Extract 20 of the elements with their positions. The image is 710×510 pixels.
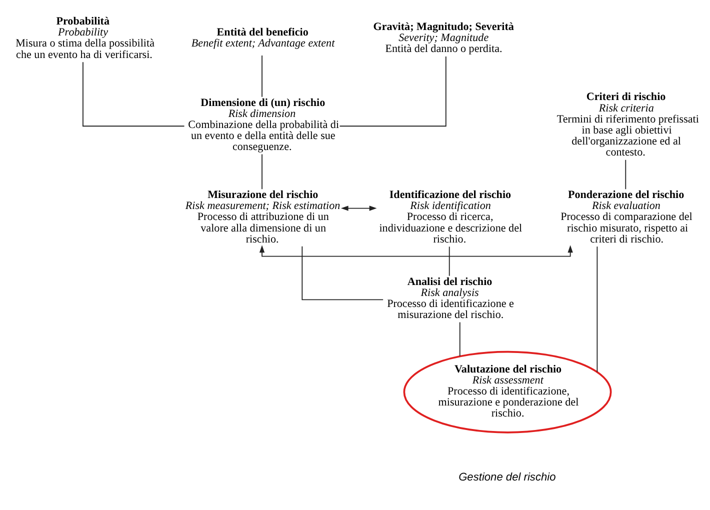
connector [625,158,626,190]
connector [82,61,185,126]
node-text: Analisi del rischio Risk analysis Processo di identificazione e misurazione del rischio. [387,275,514,321]
connector [302,245,384,300]
node-text: Entità del beneficio Benefit extent; Advantage extent [191,26,335,50]
arrow [340,205,377,210]
arrow [259,244,573,256]
node-text: Ponderazione del rischio Risk evaluation Processo di comparazione del rischio misurato, rispetto ai criteri di rischio. [560,188,692,245]
connector [448,246,450,276]
node-text: Identificazione del rischio Risk identification Processo di ricerca, individuazione e descrizione del rischio. [379,188,522,245]
connector [339,55,446,126]
connector [596,246,598,372]
node-text: Gravità; Magnitudo; Severità Severity; Magnitude Entità del danno o perdita. [373,20,514,55]
label: Gestione del rischio [458,471,556,484]
node-ellipse: Valutazione del rischio Risk assessment Processo di identificazione, misurazione e ponderazione del rischio. [403,350,612,433]
node-text: Criteri di rischio Risk criteria Termini di riferimento prefissati in base agli obiettivi dell'organizzazione ed al contesto. [556,90,699,158]
connector [459,321,460,356]
node-text: Probabilità Probability Misura o stima della possibilità che un evento ha di verificarsi. [16,15,154,60]
node-text: Dimensione di (un) rischio Risk dimension Combinazione della probabilità di un evento e della entità delle sue conseguenze. [188,96,340,153]
node-text: Misurazione del rischio Risk measurement; Risk estimation Processo di attribuzione di un valore alla dimensione di un rischio. [185,188,340,245]
